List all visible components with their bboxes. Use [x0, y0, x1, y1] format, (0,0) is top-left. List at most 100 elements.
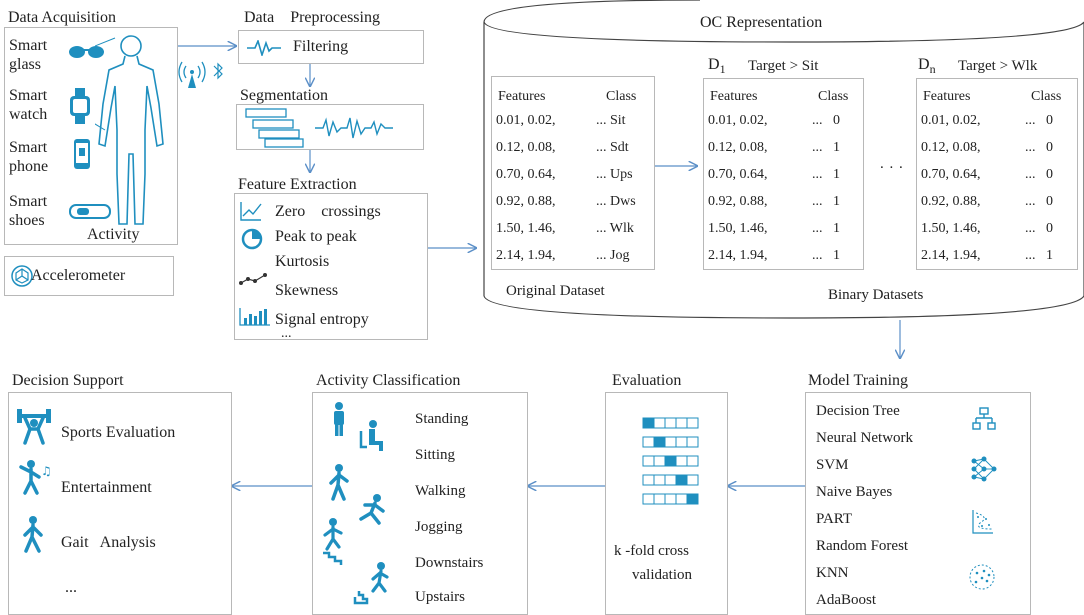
smart-shoes-icon — [69, 204, 111, 219]
gait-walking-icon — [23, 516, 43, 553]
model-neural-network: Neural Network — [816, 430, 914, 446]
kfold-train-cell — [664, 493, 677, 505]
knn-cluster-icon — [969, 564, 995, 590]
dn-row-4-features: 0.92, 0.88, — [921, 194, 981, 209]
d1-target: Target > Sit — [748, 58, 819, 74]
kfold-train-cell — [686, 455, 699, 467]
activity-walking: Walking — [415, 483, 466, 499]
feature-zero-crossings: Zero crossings — [275, 203, 381, 220]
kfold-train-cell — [653, 493, 666, 505]
human-body-icon — [95, 35, 164, 225]
filtering-label: Filtering — [293, 38, 349, 55]
feature-peak-to-peak: Peak to peak — [275, 228, 357, 245]
device-smart-glass: Smart glass — [9, 37, 48, 73]
d1-label: D1 — [708, 56, 726, 77]
model-knn: KNN — [816, 565, 849, 581]
d1-row-5-class: ... 1 — [812, 221, 840, 236]
d1-row-5-features: 1.50, 1.46, — [708, 221, 768, 236]
kfold-train-cell — [664, 417, 677, 429]
feature-extraction-panel: Zero crossings Peak to peak Kurtosis Ske… — [234, 193, 428, 341]
model-part: PART — [816, 511, 853, 527]
smart-phone-icon — [74, 139, 90, 169]
jogging-person-icon — [359, 494, 385, 525]
accelerometer-label: Accelerometer — [31, 267, 126, 284]
original-dataset-table: Features Class 0.01, 0.02, ... Sit 0.12,… — [491, 76, 655, 270]
evaluation-title: Evaluation — [612, 372, 682, 389]
dn-row-4-class: ... 0 — [1025, 194, 1053, 209]
model-adaboost: AdaBoost — [816, 592, 876, 608]
decision-entertainment: Entertainment — [61, 479, 152, 496]
segmentation-title: Segmentation — [240, 87, 328, 104]
kfold-train-cell — [675, 436, 688, 448]
feature-ellipsis: ... — [281, 326, 292, 341]
kfold-train-cell — [653, 474, 666, 486]
model-naive-bayes: Naive Bayes — [816, 484, 893, 500]
kfold-test-cell — [642, 417, 655, 429]
dn-row-6-class: ... 1 — [1025, 248, 1053, 263]
dn-target: Target > Wlk — [958, 58, 1038, 74]
activity-upstairs: Upstairs — [415, 589, 465, 605]
walking-person-icon — [329, 464, 349, 501]
upstairs-person-icon — [353, 562, 389, 605]
d1-row-1-features: 0.01, 0.02, — [708, 113, 768, 128]
activity-standing: Standing — [415, 411, 469, 427]
dn-row-3-features: 0.70, 0.64, — [921, 167, 981, 182]
kfold-train-cell — [642, 474, 655, 486]
d1-header-features: Features — [710, 89, 758, 104]
kfold-train-cell — [675, 455, 688, 467]
activity-jogging: Jogging — [415, 519, 463, 535]
kfold-train-cell — [653, 455, 666, 467]
filtering-panel: Filtering — [238, 30, 424, 64]
d1-subscript: 1 — [719, 62, 726, 77]
accelerometer-panel: Accelerometer — [4, 256, 174, 296]
dn-row-6-features: 2.14, 1.94, — [921, 248, 981, 263]
evaluation-caption-2: validation — [632, 567, 692, 583]
kfold-train-cell — [642, 493, 655, 505]
dancing-person-icon: ♫ — [19, 460, 51, 495]
oc-cylinder — [483, 0, 1084, 319]
activity-downstairs: Downstairs — [415, 555, 484, 571]
orig-row-5-features: 1.50, 1.46, — [496, 221, 556, 236]
dn-table: Features Class 0.01, 0.02, ... 0 0.12, 0… — [916, 78, 1078, 270]
d1-letter: D — [708, 56, 720, 73]
orig-row-2-features: 0.12, 0.08, — [496, 140, 556, 155]
zero-crossing-icon — [240, 202, 262, 221]
dn-row-3-class: ... 0 — [1025, 167, 1053, 182]
orig-row-1-class: ... Sit — [596, 113, 626, 128]
device-smart-phone: Smart phone — [9, 139, 49, 175]
orig-row-6-features: 2.14, 1.94, — [496, 248, 556, 263]
d1-row-4-class: ... 1 — [812, 194, 840, 209]
scatter-plot-icon — [972, 510, 993, 534]
kfold-train-cell — [675, 417, 688, 429]
original-dataset-caption: Original Dataset — [506, 283, 605, 299]
kfold-train-cell — [642, 436, 655, 448]
standing-person-icon — [334, 402, 344, 436]
kfold-test-cell — [686, 493, 699, 505]
d1-row-3-class: ... 1 — [812, 167, 840, 182]
dn-row-2-features: 0.12, 0.08, — [921, 140, 981, 155]
dn-subscript: n — [929, 62, 936, 77]
orig-row-2-class: ... Sdt — [596, 140, 629, 155]
feature-skewness: Skewness — [275, 282, 339, 299]
orig-row-5-class: ... Wlk — [596, 221, 634, 236]
orig-header-features: Features — [498, 89, 546, 104]
dn-row-5-class: ... 0 — [1025, 221, 1053, 236]
orig-row-6-class: ... Jog — [596, 248, 630, 263]
kfold-train-cell — [664, 436, 677, 448]
evaluation-panel: k -fold cross validation — [605, 392, 728, 615]
segments-icon — [245, 108, 304, 148]
segmentation-panel — [236, 104, 424, 150]
d1-row-1-class: ... 0 — [812, 113, 840, 128]
orig-row-4-features: 0.92, 0.88, — [496, 194, 556, 209]
weightlifting-icon — [17, 409, 51, 445]
peak-to-peak-icon — [241, 228, 263, 250]
feature-signal-entropy: Signal entropy — [275, 311, 369, 328]
kfold-test-cell — [653, 436, 666, 448]
d1-row-4-features: 0.92, 0.88, — [708, 194, 768, 209]
device-smart-shoes: Smart shoes — [9, 193, 48, 229]
orig-header-class: Class — [606, 89, 637, 104]
skewness-icon — [239, 273, 267, 285]
orig-row-4-class: ... Dws — [596, 194, 636, 209]
smart-watch-icon — [70, 88, 90, 124]
